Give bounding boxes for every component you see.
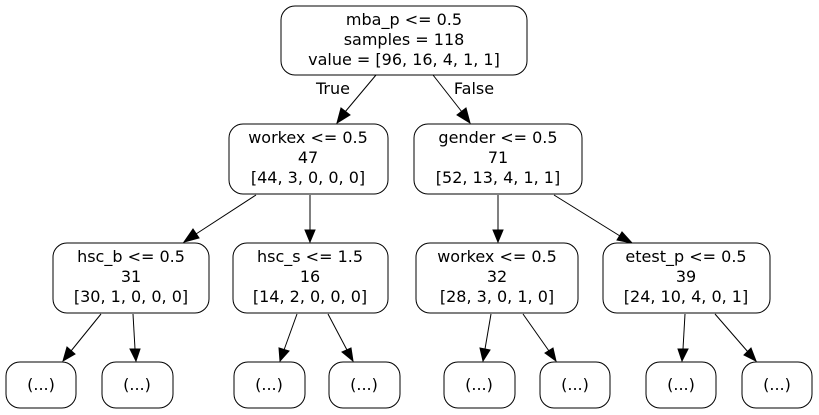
tree-leaf: (...) (5, 361, 77, 409)
tree-leaf: (...) (539, 361, 611, 409)
tree-node-workex: workex <= 0.5 47 [44, 3, 0, 0, 0] (228, 123, 389, 195)
leaf-label: (...) (27, 375, 55, 394)
tree-leaf: (...) (101, 361, 174, 409)
node-hsc-b-line-3: [30, 1, 0, 0, 0] (74, 287, 188, 306)
edge-gender-right-arrow (616, 231, 634, 244)
node-hsc-b-line-1: hsc_b <= 0.5 (77, 247, 185, 267)
edge-label-true: True (315, 79, 350, 98)
edge-root-right (432, 74, 463, 113)
tree-node-etest-p: etest_p <= 0.5 39 [24, 10, 4, 0, 1] (602, 242, 771, 314)
edge-hscb-right-arrow (129, 348, 141, 363)
node-gender-line-2: 71 (488, 148, 508, 167)
tree-node-gender: gender <= 0.5 71 [52, 13, 4, 1, 1] (413, 123, 583, 195)
node-workex-line-2: 47 (298, 148, 318, 167)
tree-leaf: (...) (233, 361, 306, 409)
node-hsc-s-line-3: [14, 2, 0, 0, 0] (253, 287, 367, 306)
edge-workex-left (195, 194, 257, 235)
tree-leaf: (...) (645, 361, 717, 409)
edge-gender-left-arrow (492, 229, 504, 244)
node-workex-2-line-1: workex <= 0.5 (437, 247, 557, 266)
edge-hscs-right (327, 313, 348, 351)
edge-etest-left (682, 313, 686, 350)
edge-hscb-right (132, 313, 136, 350)
edge-workex2-left-arrow (479, 347, 491, 363)
tree-node-workex-2: workex <= 0.5 32 [28, 3, 0, 1, 0] (415, 242, 579, 314)
edge-workex-left-arrow (182, 228, 200, 243)
edge-root-left (344, 74, 377, 113)
edge-hscb-left-arrow (62, 346, 76, 363)
node-etest-p-line-3: [24, 10, 4, 0, 1] (624, 287, 748, 306)
edge-workex2-right (522, 313, 550, 352)
edge-root-right-arrow (456, 107, 471, 125)
edge-gender-right (553, 194, 621, 237)
node-hsc-s-line-2: 16 (300, 267, 320, 286)
node-root-line-2: samples = 118 (344, 30, 465, 49)
edge-hscs-right-arrow (341, 347, 354, 363)
tree-node-hsc-b: hsc_b <= 0.5 31 [30, 1, 0, 0, 0] (52, 242, 210, 314)
edge-label-false: False (454, 79, 494, 98)
tree-node-hsc-s: hsc_s <= 1.5 16 [14, 2, 0, 0, 0] (232, 242, 389, 314)
node-gender-line-1: gender <= 0.5 (438, 128, 557, 147)
node-root-line-3: value = [96, 16, 4, 1, 1] (308, 50, 500, 69)
node-gender-line-3: [52, 13, 4, 1, 1] (436, 168, 560, 187)
edge-hscb-left (70, 313, 102, 352)
leaf-label: (...) (465, 375, 493, 394)
tree-leaf: (...) (443, 361, 516, 409)
node-workex-line-1: workex <= 0.5 (248, 128, 368, 147)
edge-etest-right (714, 313, 749, 353)
leaf-label: (...) (763, 375, 791, 394)
edge-hscs-left-arrow (278, 347, 290, 363)
edge-workex2-left (484, 313, 492, 350)
node-root-line-1: mba_p <= 0.5 (346, 10, 462, 30)
node-workex-line-3: [44, 3, 0, 0, 0] (251, 168, 365, 187)
node-workex-2-line-3: [28, 3, 0, 1, 0] (440, 287, 554, 306)
edge-etest-left-arrow (677, 348, 689, 363)
leaf-label: (...) (255, 375, 283, 394)
tree-node-root: mba_p <= 0.5 samples = 118 value = [96, … (280, 5, 528, 76)
node-hsc-s-line-1: hsc_s <= 1.5 (257, 247, 363, 267)
node-workex-2-line-2: 32 (487, 267, 507, 286)
edge-hscs-left (283, 313, 298, 351)
leaf-label: (...) (667, 375, 695, 394)
node-etest-p-line-2: 39 (676, 267, 696, 286)
leaf-label: (...) (123, 375, 151, 394)
node-etest-p-line-1: etest_p <= 0.5 (625, 247, 746, 267)
edge-workex2-right-arrow (544, 347, 557, 363)
tree-leaf: (...) (328, 361, 401, 409)
edge-etest-right-arrow (743, 347, 757, 363)
tree-edges (62, 74, 757, 363)
node-hsc-b-line-2: 31 (121, 267, 141, 286)
edge-root-left-arrow (336, 107, 351, 125)
edge-workex-right-arrow (304, 229, 316, 244)
leaf-label: (...) (561, 375, 589, 394)
leaf-label: (...) (350, 375, 378, 394)
tree-leaf: (...) (741, 361, 813, 409)
